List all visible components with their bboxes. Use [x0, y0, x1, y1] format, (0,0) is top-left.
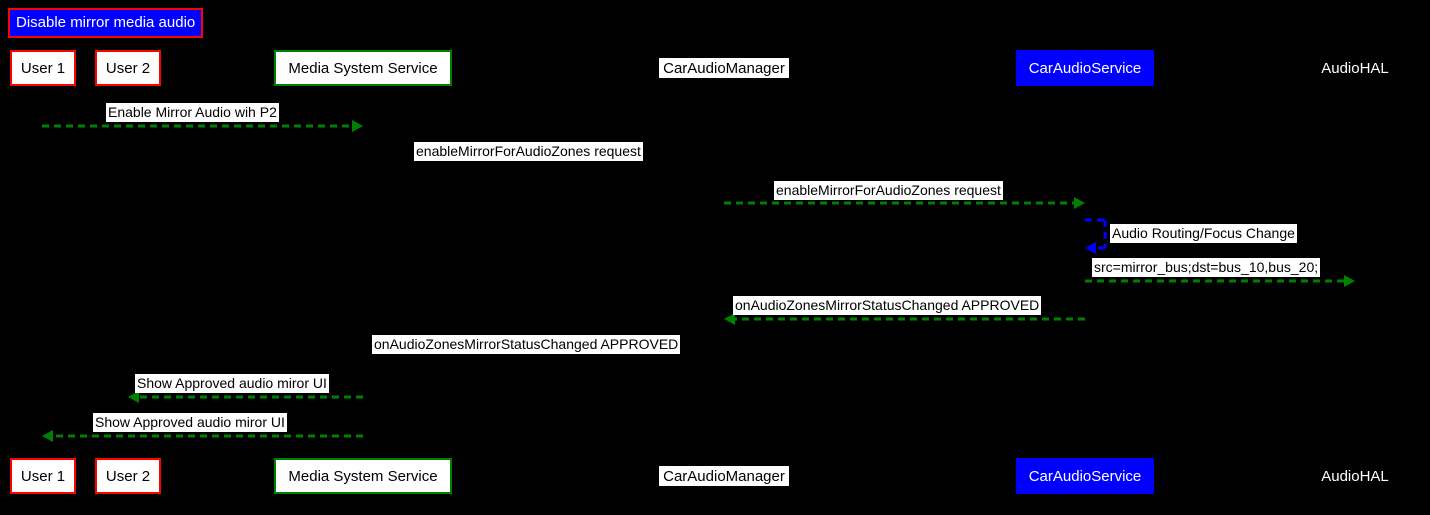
participant-label: CarAudioManager — [663, 467, 785, 485]
participant-mediasystemservice-header: Media System Service — [274, 50, 452, 86]
participant-user2-header: User 2 — [95, 50, 161, 86]
participant-label: User 1 — [20, 467, 66, 485]
diagram-title: Disable mirror media audio — [8, 8, 204, 38]
participant-label: User 1 — [20, 59, 66, 77]
message-label-4: Audio Routing/Focus Change — [1110, 224, 1297, 243]
message-label-7: onAudioZonesMirrorStatusChanged APPROVED — [372, 335, 681, 354]
participant-audiohal-footer: AudioHAL — [1313, 466, 1397, 486]
message-arrowhead-9 — [42, 430, 53, 442]
participant-mediasystemservice-footer: Media System Service — [274, 458, 452, 494]
participant-label: Media System Service — [288, 467, 438, 485]
message-arrowhead-5 — [1344, 275, 1355, 287]
message-arrowhead-1 — [352, 120, 363, 132]
participant-caraudiomanager-header: CarAudioManager — [659, 58, 789, 78]
participant-label: Media System Service — [288, 59, 438, 77]
participant-label: User 2 — [105, 59, 151, 77]
participant-caraudioservice-footer: CarAudioService — [1016, 458, 1154, 494]
participant-user1-header: User 1 — [10, 50, 76, 86]
participant-label: CarAudioService — [1028, 467, 1142, 485]
participant-caraudioservice-header: CarAudioService — [1016, 50, 1154, 86]
message-arrowhead-3 — [1074, 197, 1085, 209]
message-label-3: enableMirrorForAudioZones request — [774, 181, 1003, 200]
participant-audiohal-header: AudioHAL — [1313, 58, 1397, 78]
participant-label: AudioHAL — [1321, 467, 1389, 485]
self-loop-arrowhead-4 — [1085, 242, 1096, 254]
participant-user1-footer: User 1 — [10, 458, 76, 494]
message-label-5: src=mirror_bus;dst=bus_10,bus_20; — [1092, 258, 1321, 277]
message-label-1: Enable Mirror Audio wih P2 — [106, 103, 279, 122]
participant-label: CarAudioManager — [663, 59, 785, 77]
participant-label: AudioHAL — [1321, 59, 1389, 77]
message-label-6: onAudioZonesMirrorStatusChanged APPROVED — [733, 296, 1042, 315]
participant-label: CarAudioService — [1028, 59, 1142, 77]
participant-user2-footer: User 2 — [95, 458, 161, 494]
participant-caraudiomanager-footer: CarAudioManager — [659, 466, 789, 486]
message-label-8: Show Approved audio miror UI — [135, 374, 329, 393]
message-label-2: enableMirrorForAudioZones request — [414, 142, 643, 161]
participant-label: User 2 — [105, 467, 151, 485]
message-label-9: Show Approved audio miror UI — [93, 413, 287, 432]
